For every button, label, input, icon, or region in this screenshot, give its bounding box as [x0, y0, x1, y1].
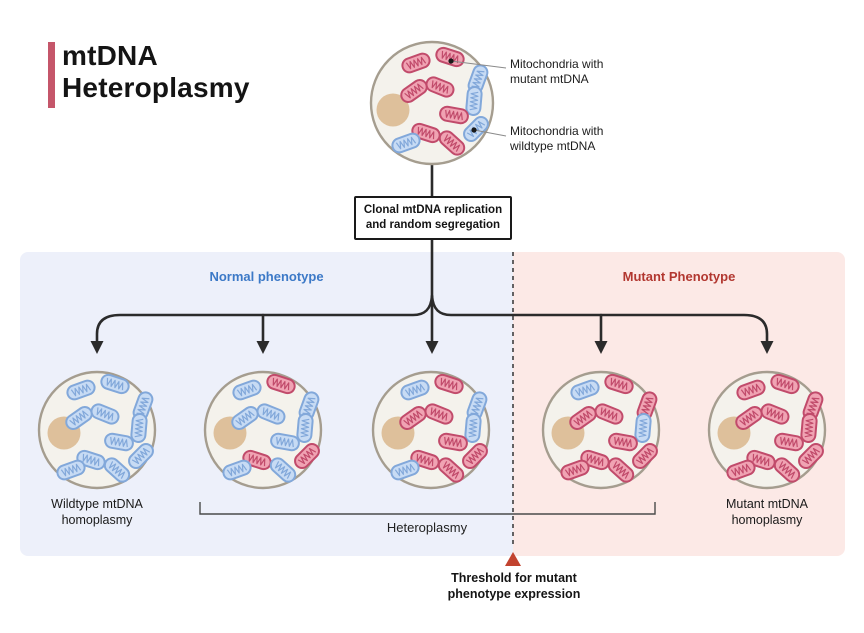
- heteroplasmic-parent-cell: [369, 40, 495, 166]
- mitochondrion-mutant: [424, 403, 454, 425]
- flow-arrow: [430, 294, 769, 343]
- pointer-line-wildtype: [473, 129, 507, 137]
- mitochondrion-mutant: [438, 432, 468, 452]
- flow-arrow: [95, 294, 434, 343]
- cell-membrane: [369, 40, 495, 166]
- mitochondrion-wildtype: [232, 379, 262, 401]
- mitochondrion-wildtype: [269, 457, 297, 483]
- mitochondrion-wildtype: [390, 459, 420, 481]
- mitochondrion-mutant: [760, 403, 790, 425]
- mitochondrion-mutant: [294, 443, 320, 469]
- caption-threshold: Threshold for mutant phenotype expressio…: [447, 571, 581, 602]
- heteroplasmy-bracket: [199, 502, 656, 515]
- mitochondrion-wildtype: [296, 413, 314, 443]
- mitochondrion-mutant: [735, 405, 763, 431]
- mitochondrion-mutant: [608, 432, 638, 452]
- mitochondrion-mutant: [560, 459, 590, 481]
- mitochondrion-wildtype: [65, 405, 93, 431]
- mitochondrion-wildtype: [56, 459, 86, 481]
- mitochondrion-wildtype: [222, 459, 252, 481]
- region-label-normal-phenotype: Normal phenotype: [209, 269, 324, 284]
- title-accent-bar: [48, 42, 55, 108]
- mitochondrion-mutant: [798, 443, 824, 469]
- mitochondrion-mutant: [434, 373, 464, 395]
- mitochondrion-wildtype: [465, 86, 483, 116]
- mitochondrion-mutant: [632, 443, 658, 469]
- mitochondrion-mutant: [439, 105, 469, 125]
- arrowhead: [90, 341, 104, 354]
- cell-membrane: [371, 370, 491, 490]
- mitochondrion-wildtype: [570, 379, 600, 401]
- mitochondrion-wildtype: [270, 432, 300, 452]
- mitochondrion-mutant: [773, 457, 801, 483]
- threshold-triangle-marker: [505, 552, 521, 566]
- cell-membrane: [203, 370, 323, 490]
- mitochondrion-mutant: [736, 379, 766, 401]
- process-box: Clonal mtDNA replication and random segr…: [354, 196, 512, 240]
- cell-membrane: [541, 370, 661, 490]
- cell-heteroplasmy-high: [541, 370, 661, 490]
- mitochondrion-wildtype: [391, 132, 421, 154]
- mitochondrion-mutant: [425, 76, 455, 98]
- mitochondrion-mutant: [726, 459, 756, 481]
- mitochondrion-mutant: [400, 78, 428, 104]
- mitochondrion-wildtype: [103, 457, 131, 483]
- legend-label-wildtype-mitochondria: Mitochondria with wildtype mtDNA: [510, 124, 604, 153]
- mitochondrion-mutant: [607, 457, 635, 483]
- page-title: mtDNA Heteroplasmy: [62, 40, 250, 104]
- mitochondrion-wildtype: [104, 432, 134, 452]
- mitochondrion-wildtype: [467, 64, 489, 94]
- cell-membrane: [707, 370, 827, 490]
- cell-heteroplasmy-low: [203, 370, 323, 490]
- mitochondrion-wildtype: [400, 379, 430, 401]
- caption-wildtype-homoplasmy: Wildtype mtDNA homoplasmy: [51, 497, 143, 528]
- mitochondrion-mutant: [774, 432, 804, 452]
- mitochondrion-wildtype: [256, 403, 286, 425]
- mitochondrion-mutant: [437, 457, 465, 483]
- mitochondrion-mutant: [399, 405, 427, 431]
- mitochondrion-mutant: [569, 405, 597, 431]
- mitochondrion-mutant: [438, 130, 466, 156]
- cell-mutant-homoplasmy: [707, 370, 827, 490]
- mitochondrion-mutant: [604, 373, 634, 395]
- arrowhead: [760, 341, 774, 354]
- arrowhead: [256, 341, 270, 354]
- arrowhead: [594, 341, 608, 354]
- mitochondrion-mutant: [800, 413, 818, 443]
- mitochondrion-wildtype: [90, 403, 120, 425]
- mitochondrion-wildtype: [100, 373, 130, 395]
- mitochondrion-mutant: [401, 52, 431, 74]
- nucleus: [376, 93, 410, 127]
- pointer-dot-wildtype: [471, 127, 477, 133]
- mitochondrion-wildtype: [128, 443, 154, 469]
- region-label-mutant-phenotype: Mutant Phenotype: [622, 269, 736, 284]
- mitochondrion-wildtype: [130, 413, 148, 443]
- cell-wildtype-homoplasmy: [37, 370, 157, 490]
- cell-membrane: [37, 370, 157, 490]
- mitochondrion-wildtype: [231, 405, 259, 431]
- legend-label-mutant-mitochondria: Mitochondria with mutant mtDNA: [510, 57, 604, 86]
- mitochondrion-mutant: [770, 373, 800, 395]
- mitochondrion-wildtype: [634, 413, 652, 443]
- mitochondrion-mutant: [462, 443, 488, 469]
- caption-heteroplasmy: Heteroplasmy: [386, 520, 468, 535]
- caption-mutant-homoplasmy: Mutant mtDNA homoplasmy: [726, 497, 808, 528]
- cell-heteroplasmy-mid: [371, 370, 491, 490]
- arrowhead: [425, 341, 439, 354]
- pointer-dot-mutant: [448, 58, 454, 64]
- mitochondrion-mutant: [594, 403, 624, 425]
- mitochondrion-wildtype: [66, 379, 96, 401]
- mitochondrion-mutant: [266, 373, 296, 395]
- pointer-line-mutant: [450, 60, 507, 69]
- mitochondrion-wildtype: [464, 413, 482, 443]
